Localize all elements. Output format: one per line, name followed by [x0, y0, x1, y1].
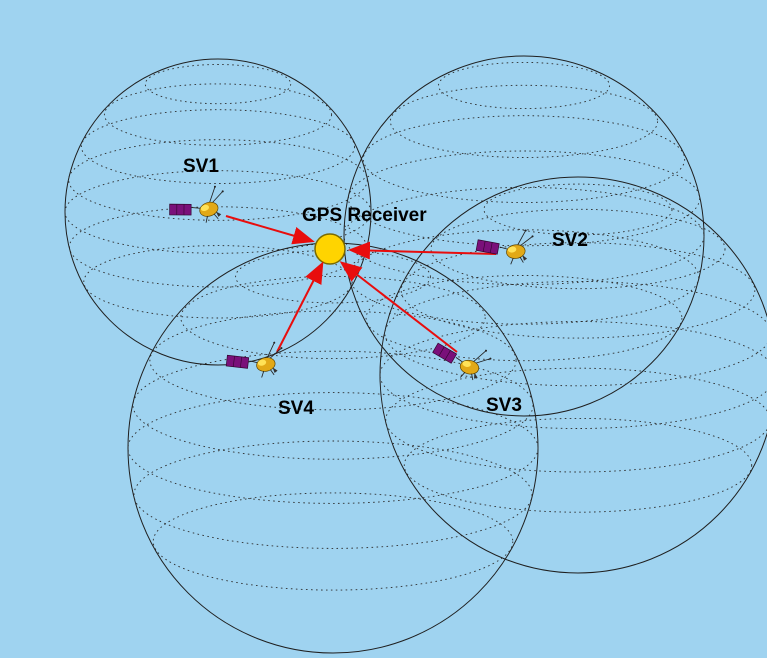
sphere-sv3	[379, 176, 767, 574]
sphere-outline	[379, 176, 767, 574]
latitude-line	[362, 115, 686, 203]
labels-layer: SV1 SV2 SV3 SV4 GPS Receiver	[183, 156, 588, 419]
latitude-line	[438, 61, 610, 110]
latitude-line	[343, 186, 705, 286]
latitude-line	[144, 64, 292, 105]
latitude-line	[127, 392, 539, 504]
latitude-line	[385, 367, 767, 473]
gps-receiver-dot	[314, 233, 346, 265]
latitude-line	[180, 275, 486, 360]
latitude-line	[80, 109, 356, 184]
latitude-line	[384, 280, 767, 387]
latitude-line	[133, 440, 533, 549]
latitude-line	[132, 350, 534, 460]
label-gps-receiver: GPS Receiver	[302, 205, 427, 226]
latitude-line	[348, 229, 700, 325]
label-sv2: SV2	[552, 230, 588, 251]
latitude-line	[483, 183, 673, 236]
latitude-line	[64, 170, 372, 254]
latitude-line	[400, 242, 756, 339]
range-spheres-layer	[64, 55, 767, 654]
label-sv1: SV1	[183, 156, 219, 177]
sphere-sv2	[343, 55, 705, 417]
signal-arrow-sv2	[348, 241, 497, 260]
latitude-line	[103, 83, 333, 146]
receiver-layer	[314, 233, 346, 265]
label-sv4: SV4	[278, 398, 314, 419]
latitude-line	[83, 245, 353, 319]
latitude-line	[389, 84, 659, 158]
sphere-sv1	[64, 58, 372, 366]
latitude-line	[347, 150, 701, 247]
latitude-line	[152, 492, 514, 591]
latitude-line	[403, 417, 753, 513]
latitude-line	[430, 208, 726, 290]
latitude-line	[68, 139, 368, 221]
signal-arrow-sv1	[225, 215, 315, 245]
latitude-line	[149, 310, 517, 411]
signal-arrows-layer	[225, 215, 497, 353]
latitude-line	[365, 275, 683, 362]
signal-arrow-sv4	[276, 261, 324, 353]
label-sv3: SV3	[486, 395, 522, 416]
signal-arrow-sv3	[339, 261, 458, 353]
